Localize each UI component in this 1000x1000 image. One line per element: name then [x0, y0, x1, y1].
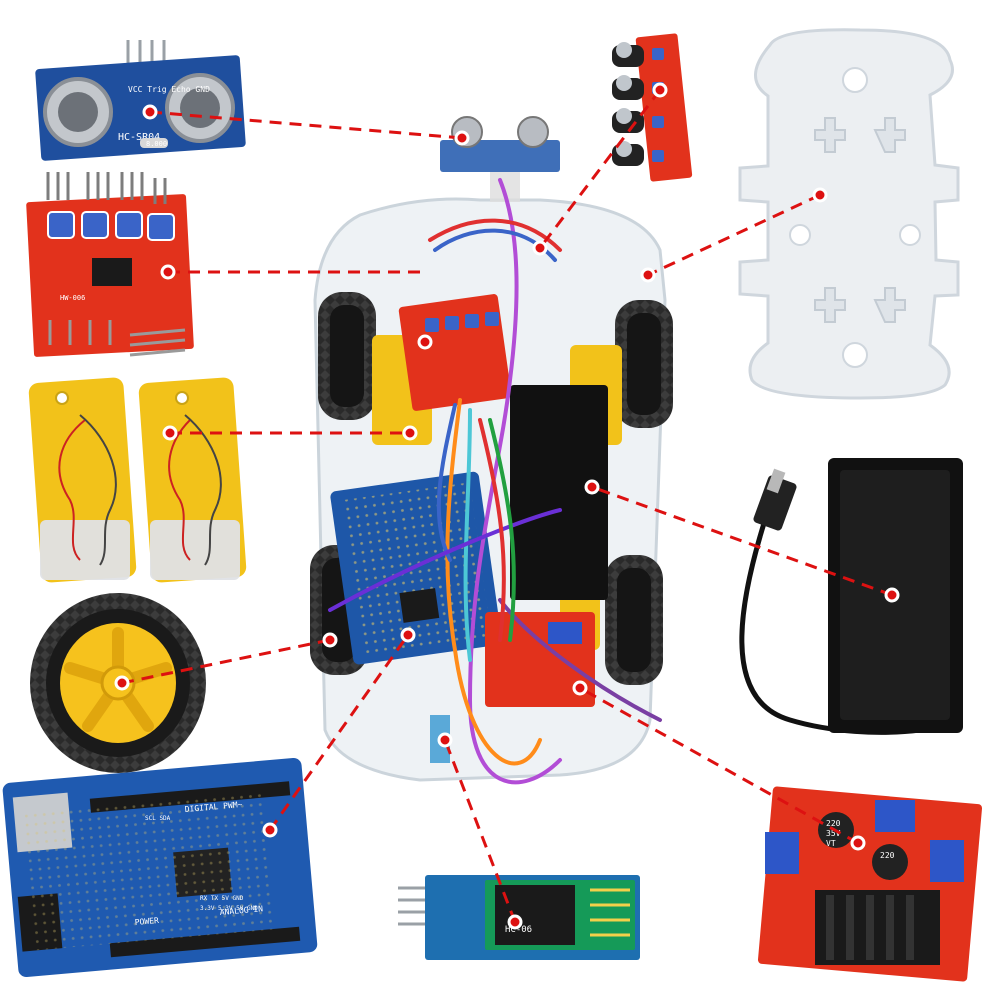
arduino-serial-label: RX TX 5V GND: [200, 895, 244, 902]
capacitor-vt-label: VT: [826, 839, 836, 848]
battery-box: [739, 458, 963, 735]
leader-ir-sensor: [538, 89, 662, 249]
assembled-car: [310, 116, 673, 785]
ultrasonic-model-label: HC-SR04: [118, 132, 160, 143]
arduino-uno-board: DIGITAL PWM~ POWER ANALOG IN: [2, 757, 318, 978]
car-ultrasonic: [440, 116, 560, 202]
capacitor-value-label-2: 220: [880, 851, 895, 860]
ultrasonic-crystal-label: 8.000: [146, 140, 167, 148]
leader-driver: [579, 686, 859, 845]
capacitor-value-label: 220: [826, 819, 841, 828]
car-wheel-rear-right: [605, 555, 663, 685]
acrylic-chassis: [738, 28, 960, 400]
capacitor-voltage-label: 35V: [826, 829, 841, 838]
leader-battery: [591, 485, 893, 597]
bluetooth-model-label: HC-06: [505, 925, 532, 935]
l298n-driver: 220 35V 220: [757, 786, 983, 982]
leader-bluetooth: [443, 739, 517, 923]
marker-dots: [114, 82, 900, 930]
line-tracking-model-label: HW-006: [60, 294, 85, 302]
car-wires: [328, 178, 662, 785]
ultrasonic-sensor: VCC Trig Echo GND HC-SR04: [35, 40, 246, 161]
gear-motor-left: [28, 377, 137, 583]
arduino-i2c-label: SCL SDA: [145, 815, 171, 822]
ir-sensor-array: [612, 33, 693, 182]
car-wheel-front-left: [318, 292, 376, 420]
line-tracking-module: HW-006: [26, 172, 194, 357]
arduino-power-label: POWER: [134, 916, 159, 927]
car-battery-box: [510, 385, 608, 600]
leader-ultrasonic: [149, 110, 463, 140]
car-line-tracker: [398, 294, 512, 411]
leader-lines: [121, 89, 893, 923]
ultrasonic-pin-labels: VCC Trig Echo GND: [128, 85, 210, 94]
arduino-voltage-label: 3.3V 5.3V 5V GND: [200, 905, 258, 912]
car-wheel-front-right: [615, 300, 673, 428]
bluetooth-module: HC-06: [398, 875, 640, 960]
arduino-analog-label: ANALOG IN: [219, 904, 263, 917]
gear-motor-right: [138, 377, 247, 583]
leader-chassis: [647, 193, 821, 277]
leader-wheel: [121, 638, 331, 685]
